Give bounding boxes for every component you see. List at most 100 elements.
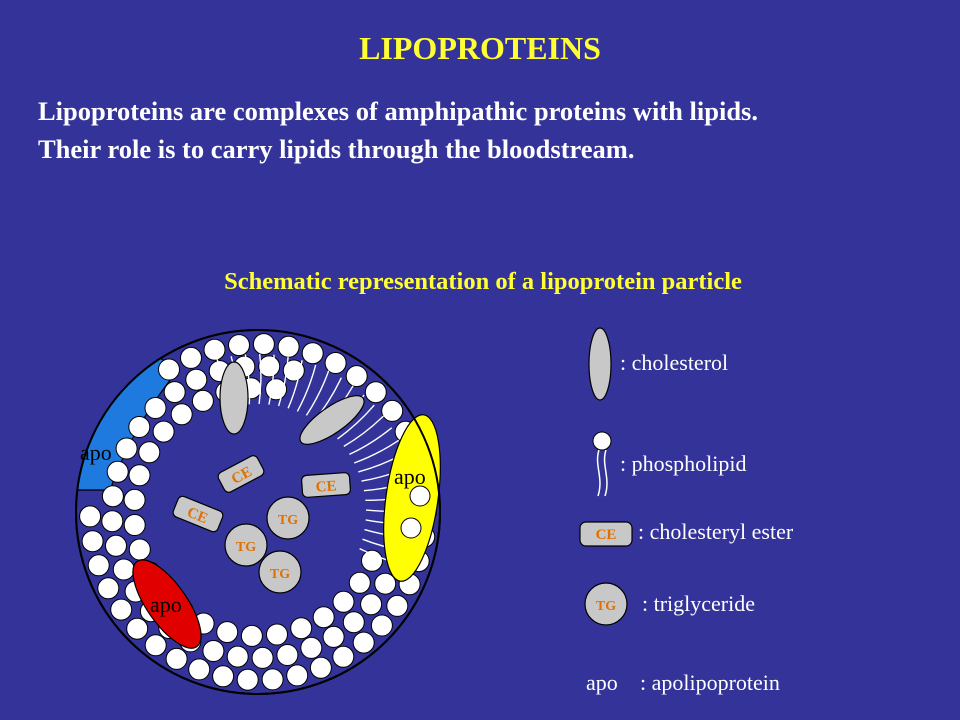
- phospholipid-head: [352, 631, 375, 654]
- apo-label-red: apo: [150, 592, 182, 617]
- tg-label: TG: [278, 513, 298, 528]
- phospholipid-head: [87, 554, 110, 577]
- phospholipid-head: [342, 611, 365, 634]
- phospholipid-head: [324, 352, 347, 374]
- phospholipid-head: [370, 614, 393, 637]
- phospholipid-head: [252, 333, 275, 356]
- diagram-title: Schematic representation of a lipoprotei…: [224, 268, 742, 295]
- legend-apolipoprotein-label: : apolipoprotein: [640, 670, 780, 695]
- phospholipid-head: [212, 665, 235, 688]
- phospholipid-head: [276, 644, 299, 666]
- ce-molecule: CE: [172, 495, 224, 533]
- intro-text: Lipoproteins are complexes of amphipathi…: [38, 92, 938, 168]
- phospholipid-head: [138, 441, 161, 464]
- legend-ce-icon: CE: [579, 521, 633, 547]
- phospholipid-head: [216, 621, 239, 644]
- phospholipid-tail: [277, 356, 289, 407]
- phospholipid-head: [128, 416, 151, 438]
- legend-phospholipid-label: : phospholipid: [620, 451, 747, 476]
- phospholipid-head: [236, 668, 259, 691]
- phospholipid-head: [112, 558, 135, 581]
- tg-molecule: TG: [258, 550, 302, 594]
- phospholipid-head: [309, 656, 332, 679]
- phospholipid-head: [226, 645, 249, 668]
- legend-cholesterol-icon: [588, 327, 612, 401]
- ce-molecule: CE: [301, 472, 351, 498]
- phospholipid-head: [144, 397, 167, 419]
- phospholipid-tail: [349, 427, 393, 456]
- phospholipid-head: [300, 636, 323, 659]
- phospholipid-head: [123, 514, 146, 536]
- intro-line-1: Lipoproteins are complexes of amphipathi…: [38, 96, 758, 126]
- particle-border: [75, 329, 441, 695]
- lipoprotein-particle: CE CE CE TG TG TG apo apo apo: [75, 329, 441, 695]
- phospholipid-head: [322, 625, 345, 648]
- phospholipid-head: [409, 485, 431, 507]
- legend-tg-icon: TG: [584, 582, 628, 626]
- phospholipid-head: [251, 646, 274, 669]
- phospholipid-tail: [268, 354, 275, 405]
- phospholipid-head: [110, 598, 133, 621]
- tg-label: TG: [236, 540, 256, 555]
- phospholipid-head: [266, 623, 288, 646]
- phospholipid-tail: [337, 404, 375, 440]
- tg-label: TG: [270, 567, 290, 582]
- phospholipid-head: [332, 645, 355, 668]
- phospholipid-head: [301, 342, 324, 365]
- phospholipid-head: [381, 399, 404, 422]
- slide-title: LIPOPROTEINS: [359, 30, 601, 66]
- phospholipid-head: [123, 488, 146, 511]
- phospholipid-head: [202, 640, 225, 662]
- phospholipid-head: [240, 624, 263, 647]
- tg-molecule: TG: [266, 496, 310, 540]
- phospholipid-head: [170, 403, 193, 426]
- phospholipid-head: [79, 505, 102, 528]
- phospholipid-head: [101, 485, 124, 508]
- phospholipid-tail: [287, 360, 303, 409]
- phospholipid-tail: [343, 415, 384, 448]
- phospholipid-head: [261, 668, 284, 691]
- apo-label-yellow: apo: [394, 464, 426, 489]
- phospholipid-head: [345, 365, 368, 388]
- legend-cholesterol-label: : cholesterol: [620, 350, 729, 375]
- phospholipid-head: [332, 590, 355, 613]
- phospholipid-head: [105, 534, 127, 557]
- phospholipid-head: [348, 571, 371, 594]
- phospholipid-head: [203, 338, 226, 361]
- phospholipid-tail: [258, 353, 262, 405]
- ce-label: CE: [185, 505, 210, 528]
- apo-label-blue: apo: [80, 440, 112, 465]
- phospholipid-head: [400, 517, 422, 539]
- legend-phospholipid-icon: [592, 431, 612, 497]
- phospholipid-head: [277, 335, 300, 358]
- cholesterol-molecule: [219, 361, 249, 435]
- legend-cholesteryl-ester-label: : cholesteryl ester: [638, 519, 794, 544]
- legend-triglyceride-label: : triglyceride: [642, 591, 756, 616]
- phospholipid-head: [188, 658, 211, 681]
- phospholipid-tail: [353, 439, 400, 464]
- phospholipid-head: [386, 594, 409, 617]
- phospholipid-head: [374, 572, 397, 595]
- phospholipid-tail: [296, 364, 317, 412]
- ce-molecule: CE: [217, 455, 265, 493]
- tg-molecule: TG: [224, 523, 268, 567]
- phospholipid-head: [106, 460, 129, 483]
- phospholipid-head: [360, 593, 383, 616]
- phospholipid-tail: [305, 370, 330, 416]
- phospholipid-head: [286, 664, 309, 687]
- cholesterol-molecule: [299, 395, 365, 445]
- phospholipid-head: [152, 420, 175, 443]
- legend-tg-tag: TG: [596, 599, 616, 614]
- phospholipid-head: [185, 368, 208, 391]
- phospholipid-tail: [244, 354, 251, 405]
- phospholipid-head: [364, 381, 387, 404]
- phospholipid-head: [165, 647, 188, 670]
- phospholipid-head: [128, 464, 151, 487]
- phospholipid-head: [312, 606, 335, 629]
- phospholipid-head: [144, 634, 167, 657]
- phospholipid-head: [115, 437, 138, 460]
- phospholipid-head: [191, 389, 214, 412]
- phospholipid-head: [290, 617, 313, 640]
- phospholipid-head: [228, 334, 250, 357]
